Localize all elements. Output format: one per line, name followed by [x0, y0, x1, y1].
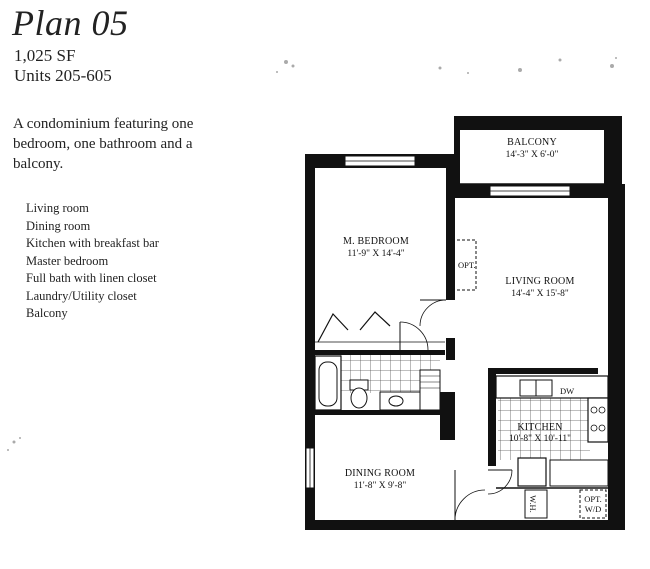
page-title: Plan 05 [12, 3, 129, 43]
opt-washer-dryer-label-2: W/D [585, 504, 602, 514]
scan-specks [7, 57, 617, 451]
kitchen-dims: 10'-8" X 10'-11" [509, 434, 571, 444]
opt-washer-dryer-label: OPT. [584, 494, 602, 504]
windows [305, 155, 571, 489]
water-heater-label: W.H. [528, 495, 538, 513]
doors [399, 299, 513, 521]
bedroom-label: M. BEDROOM [343, 236, 409, 247]
feature-item: Kitchen with breakfast bar [26, 236, 159, 250]
square-footage: 1,025 SF [14, 46, 76, 65]
opt-fireplace-label: OPT. [458, 260, 476, 270]
feature-item: Dining room [26, 218, 91, 233]
dining-room-label: DINING ROOM [345, 468, 415, 479]
interior-walls [315, 168, 598, 466]
plan-description: A condominium featuring one bedroom, one… [13, 116, 194, 172]
feature-item: Laundry/Utility closet [26, 288, 137, 303]
kitchen [495, 375, 609, 487]
unit-numbers: Units 205-605 [14, 66, 112, 85]
bedroom-dims: 11'-9" X 14'-4" [347, 249, 404, 259]
bathroom [314, 355, 441, 411]
balcony-label: BALCONY [507, 137, 557, 148]
utility-closet [496, 487, 608, 519]
feature-item: Master bedroom [26, 253, 109, 268]
living-room-label: LIVING ROOM [505, 276, 574, 287]
living-room-dims: 14'-4" X 15'-8" [511, 289, 569, 299]
kitchen-label: KITCHEN [517, 422, 562, 433]
dishwasher-label: DW [560, 386, 574, 396]
feature-item: Full bath with linen closet [26, 271, 157, 285]
balcony-dims: 14'-3" X 6'-0" [506, 150, 559, 160]
feature-item: Balcony [26, 306, 68, 320]
dining-room-dims: 11'-8" X 9'-8" [354, 481, 407, 491]
closet-doors [315, 311, 445, 343]
feature-item: Living room [26, 201, 89, 215]
feature-list: Living room Dining room Kitchen with bre… [26, 200, 159, 323]
